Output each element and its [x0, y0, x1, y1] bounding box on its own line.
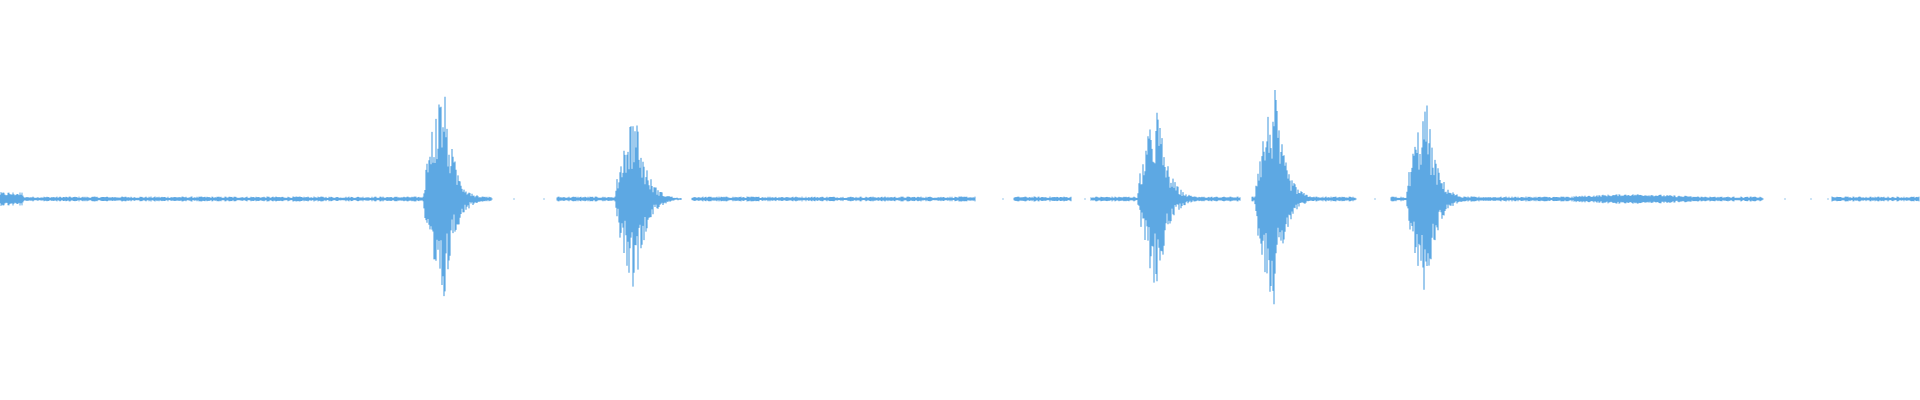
waveform-burst-3: [615, 125, 682, 287]
waveform-burst-2: [423, 96, 490, 297]
waveform-bursts: [0, 90, 1920, 305]
waveform-burst-6: [1406, 105, 1473, 290]
waveform-swell: [1573, 194, 1728, 204]
waveform-burst-5: [1254, 90, 1321, 305]
waveform-burst-4: [1137, 112, 1204, 283]
